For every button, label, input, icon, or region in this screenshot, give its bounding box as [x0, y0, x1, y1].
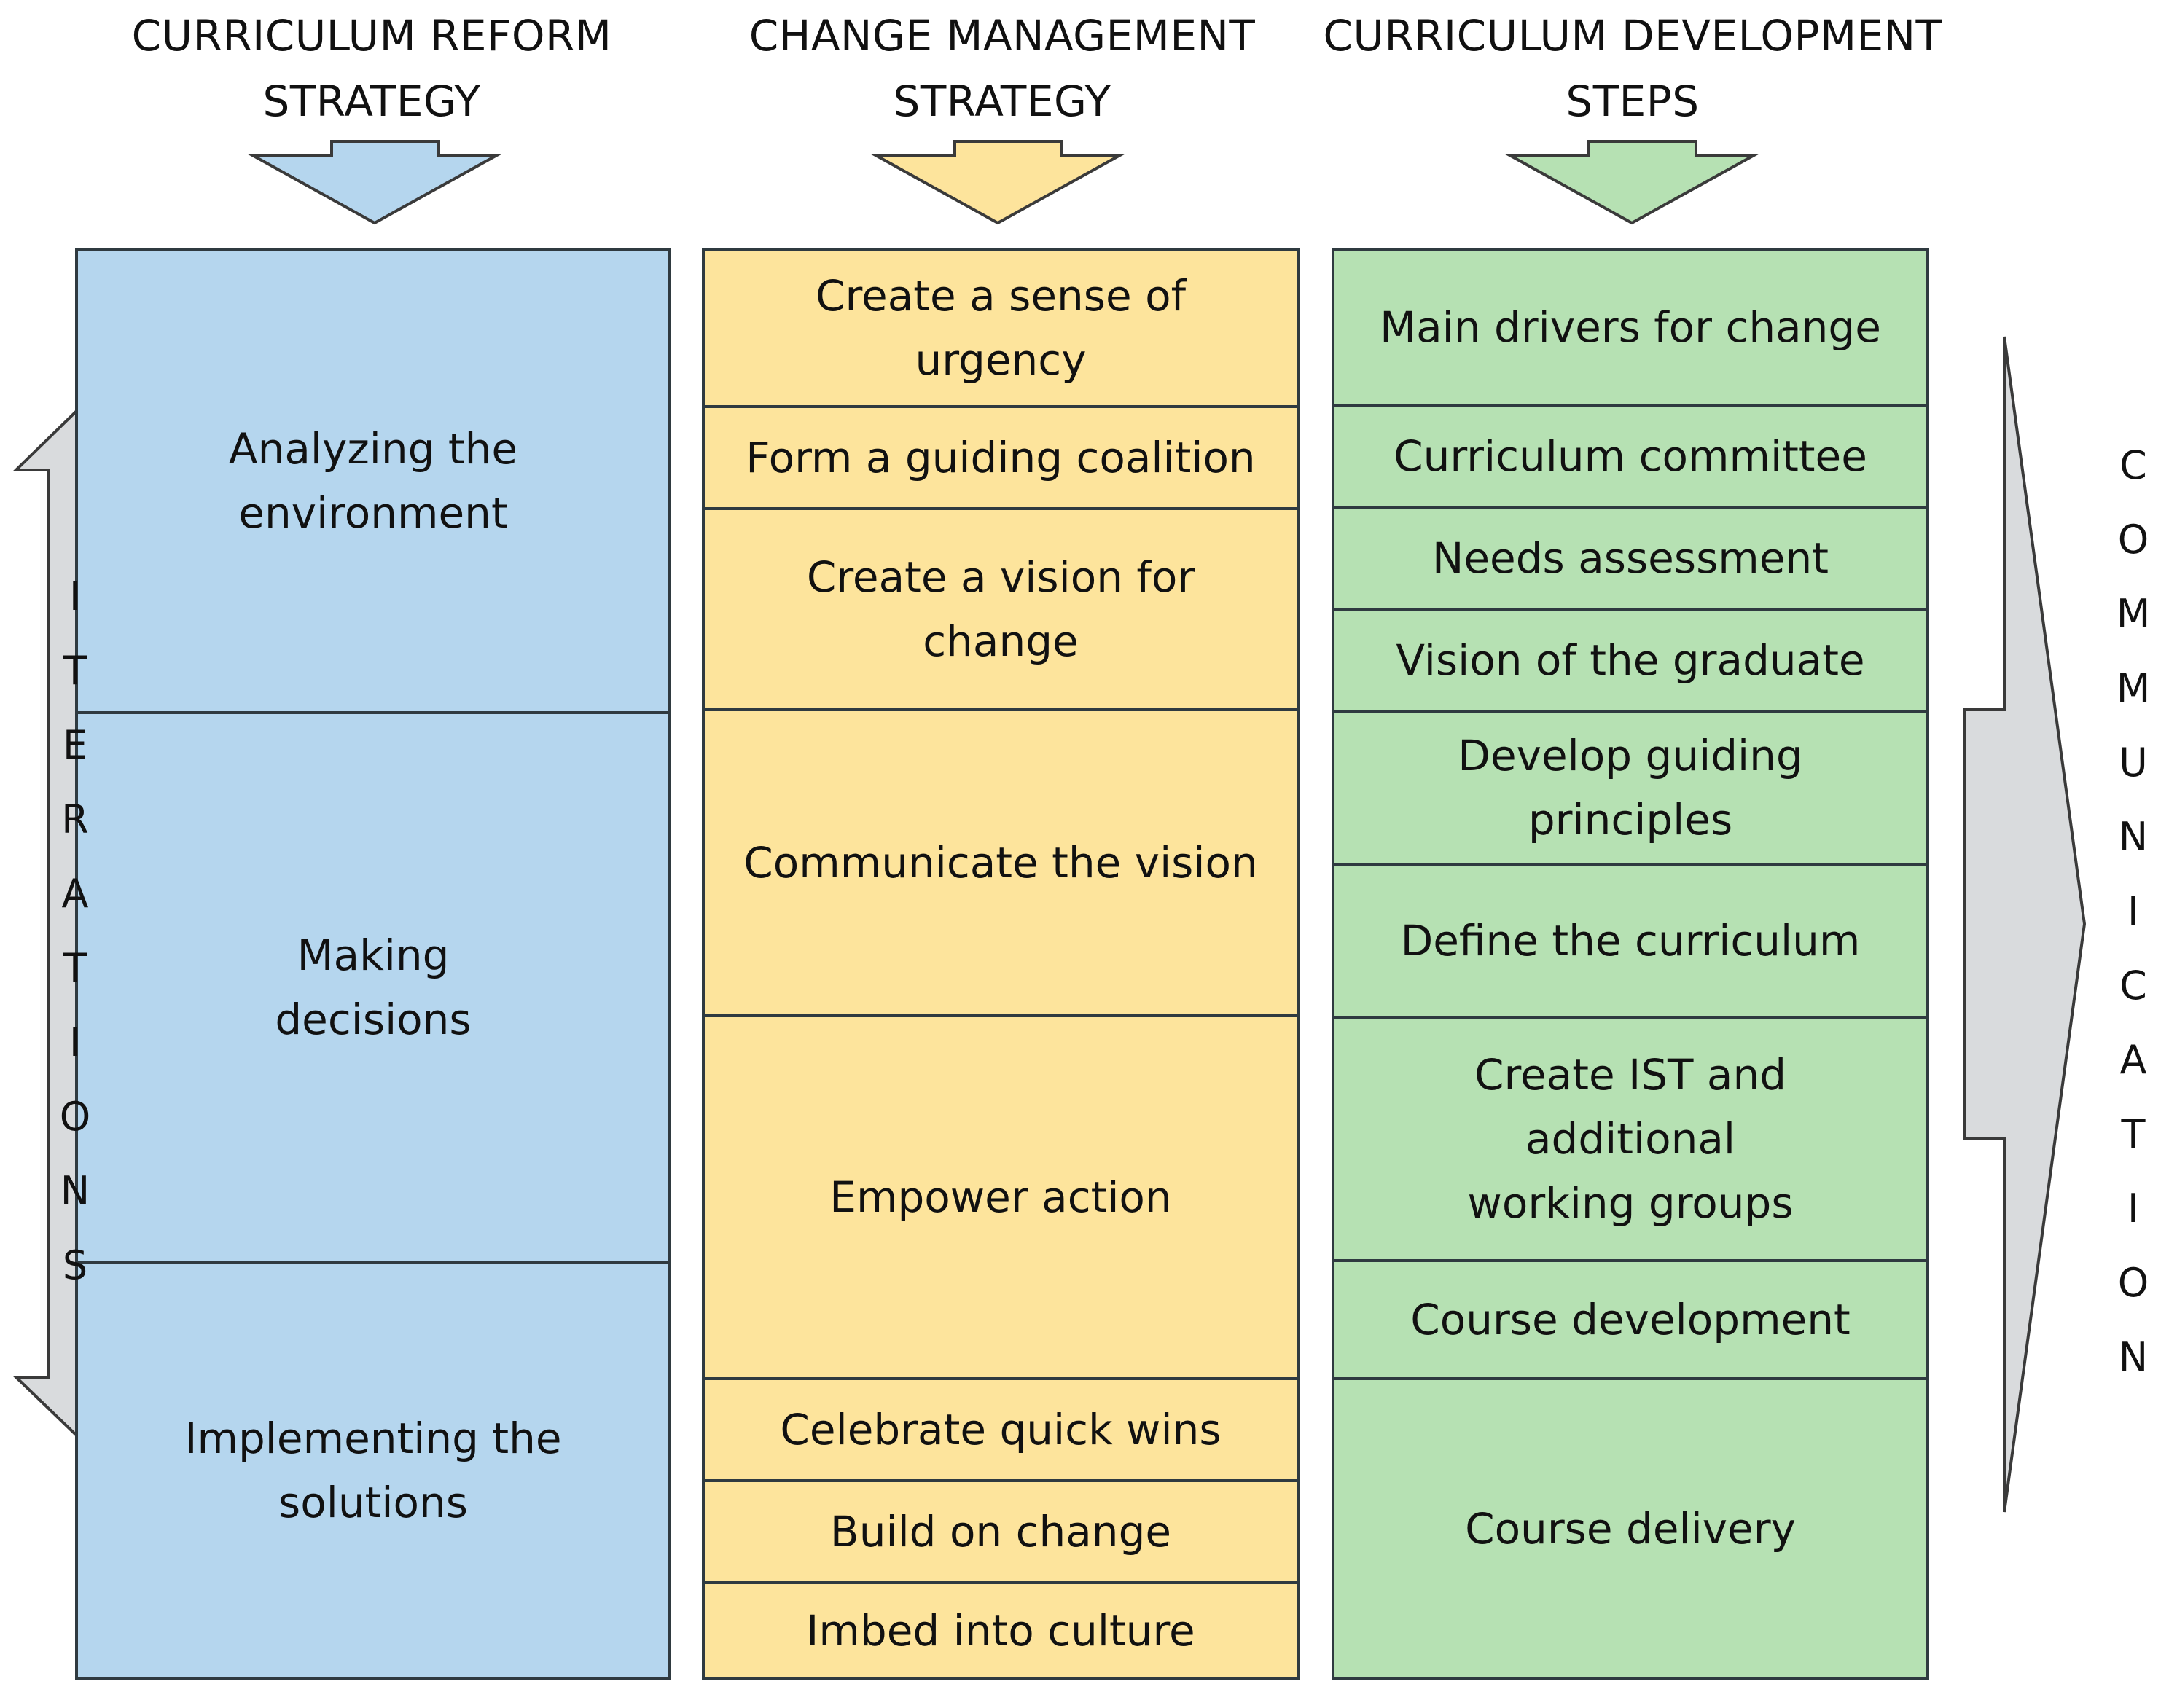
communication-letter: I [2127, 1186, 2139, 1231]
iterations-letter: E [62, 722, 88, 768]
dev-step-graduate-vision: Vision of the graduate [1334, 608, 1926, 710]
change-step-urgency: Create a sense of urgency [815, 271, 1187, 385]
development-down-arrow [1505, 140, 1759, 225]
reform-down-arrow [248, 140, 501, 225]
change-management-header: CHANGE MANAGEMENT STRATEGY [749, 11, 1256, 126]
iterations-letter: O [59, 1094, 91, 1140]
communication-letter: C [2119, 442, 2147, 488]
reform-phase-implementing: Implementing the solutions [78, 1261, 668, 1677]
dev-step-working-groups: Create IST and additional working groups [1334, 1016, 1926, 1259]
reform-phase-deciding: Making decisions [78, 711, 668, 1261]
reform-phase-analyzing: Analyzing the environment [228, 424, 518, 538]
change-step-vision: Create a vision for change [705, 507, 1297, 708]
dev-step-define: Define the curriculum [1334, 863, 1926, 1016]
communication-letter: N [2118, 814, 2149, 860]
communication-letter: T [2121, 1111, 2146, 1157]
dev-step-course-development: Course development [1334, 1259, 1926, 1377]
communication-right-arrow [1963, 336, 2087, 1513]
communication-letter: I [2127, 888, 2139, 934]
communication-letter: U [2119, 740, 2148, 786]
reform-strategy-header: CURRICULUM REFORM STRATEGY [131, 11, 612, 126]
reform-strategy-column: Analyzing the environment Making decisio… [75, 248, 671, 1680]
iterations-letter: S [62, 1242, 88, 1288]
dev-step-course-delivery: Course delivery [1334, 1377, 1926, 1677]
communication-letter: A [2119, 1037, 2147, 1083]
change-step-build: Build on change [705, 1479, 1297, 1581]
iterations-letter: I [69, 1019, 81, 1065]
dev-step-committee: Curriculum committee [1334, 404, 1926, 506]
communication-letter: O [2117, 1260, 2149, 1306]
communication-letter: M [2116, 591, 2151, 637]
communication-letter: O [2117, 517, 2149, 563]
development-steps-column: Main drivers for change Curriculum commi… [1332, 248, 1929, 1680]
communication-letter: C [2119, 963, 2147, 1008]
change-step-communicate: Communicate the vision [705, 708, 1297, 1014]
change-down-arrow [871, 140, 1125, 225]
iterations-letter: N [60, 1168, 90, 1214]
communication-letter: N [2118, 1334, 2149, 1380]
iterations-letter: T [63, 648, 87, 694]
iterations-letter: T [63, 945, 87, 991]
change-step-culture: Imbed into culture [705, 1581, 1297, 1677]
iterations-letter: A [61, 871, 89, 917]
iterations-letter: I [69, 573, 81, 619]
communication-letter: M [2116, 665, 2151, 711]
change-step-quick-wins: Celebrate quick wins [705, 1377, 1297, 1479]
change-management-column: Create a sense of urgency Form a guiding… [702, 248, 1300, 1680]
dev-step-drivers: Main drivers for change [1380, 302, 1881, 352]
change-step-empower: Empower action [705, 1014, 1297, 1377]
iterations-letter: R [61, 796, 89, 842]
dev-step-needs: Needs assessment [1334, 506, 1926, 608]
change-step-coalition: Form a guiding coalition [705, 405, 1297, 507]
dev-step-principles: Develop guiding principles [1334, 710, 1926, 863]
development-steps-header: CURRICULUM DEVELOPMENT STEPS [1323, 11, 1942, 126]
